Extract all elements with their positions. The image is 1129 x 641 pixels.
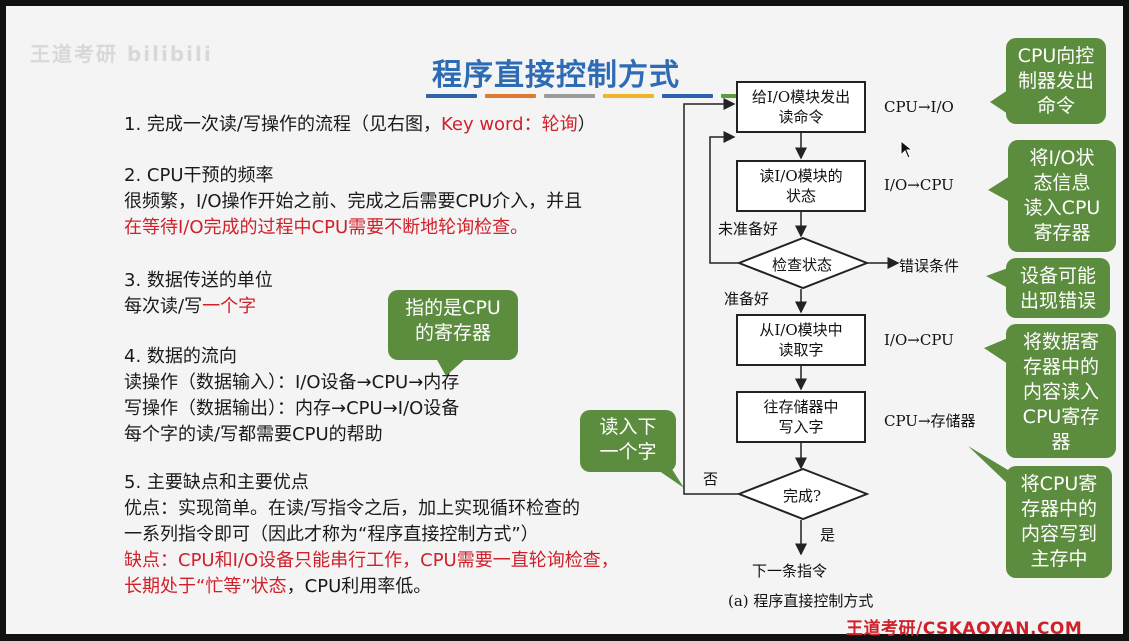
callout-error: 设备可能 出现错误 [1006,258,1110,318]
underline-segment [662,94,713,98]
underline-segment [485,94,536,98]
underline-segment [603,94,654,98]
callout-write-memory-tail [968,446,1008,484]
callout-register: 指的是CPU 的寄存器 [388,290,518,360]
callout-error-text: 设备可能 出现错误 [1019,265,1096,312]
section-5-line3: 缺点：CPU和I/O设备只能串行工作，CPU需要一直轮询检查， [124,550,619,571]
callout-data-read: 将数据寄 存器中的 内容读入 CPU寄存 器 [1006,324,1116,458]
flow-box-send-command: 给I/O模块发出 读命令 [736,81,866,133]
section-3: 3. 数据传送的单位 每次读/写一个字 [124,268,273,320]
flow-diamond-check-status-label: 检查状态 [771,256,832,274]
section-1: 1. 完成一次读/写操作的流程（见右图，Key word：轮询） [124,112,596,138]
callout-register-text: 指的是CPU 的寄存器 [405,297,501,344]
watermark: 王道考研 bilibili [30,42,213,66]
flow-box-read-word: 从I/O模块中 读取字 [736,314,866,366]
label-cpu-to-memory: CPU→存储器 [884,412,976,430]
section-4-line1: 读操作（数据输入）：I/O设备→CPU→内存 [124,372,460,393]
flowchart-connectors [683,98,900,556]
label-cpu-to-io: CPU→I/O [884,98,954,116]
flowchart-caption: (a) 程序直接控制方式 [728,592,874,610]
flow-diamond-done [737,468,869,521]
callout-data-read-tail [984,338,1008,364]
label-no: 否 [703,470,719,488]
slide: 王道考研 bilibili 程序直接控制方式 1. 完成一次读/写操作的流程（见… [6,6,1123,639]
label-io-to-cpu-1: I/O→CPU [884,176,954,194]
section-5-line1: 优点：实现简单。在读/写指令之后，加上实现循环检查的 [124,498,581,519]
section-5-heading: 5. 主要缺点和主要优点 [124,472,309,493]
flow-box-read-status: 读I/O模块的 状态 [736,160,866,212]
section-5-line2: 一系列指令即可（因此才称为“程序直接控制方式”） [124,524,539,545]
section-4-heading: 4. 数据的流向 [124,346,237,367]
callout-cpu-command-text: CPU向控 制器发出 命令 [1017,45,1095,117]
section-2-heading: 2. CPU干预的频率 [124,165,274,186]
callout-register-tail [436,358,466,376]
label-yes: 是 [820,526,836,544]
label-next-instruction: 下一条指令 [752,562,828,580]
callout-error-tail [986,268,1008,288]
section-1-keyword: Key word：轮询 [440,114,578,135]
mouse-cursor-icon [900,140,914,159]
callout-status-text: 将I/O状 态信息 读入CPU 寄存器 [1023,147,1101,244]
section-2-line1: 很频繁，I/O操作开始之前、完成之后需要CPU介入，并且 [124,191,583,212]
callout-cpu-command: CPU向控 制器发出 命令 [1006,38,1106,124]
section-3-heading: 3. 数据传送的单位 [124,270,273,291]
section-5-line4-black: ，CPU利用率低。 [286,576,432,597]
callout-read-next: 读入下 一个字 [580,410,676,472]
callout-read-next-text: 读入下 一个字 [599,416,657,463]
flow-diamond-done-label: 完成? [782,487,822,505]
callout-cpu-command-tail [990,90,1008,114]
label-error-condition: 错误条件 [899,257,960,275]
callout-status-tail [988,176,1010,202]
section-4-line3: 每个字的读/写都需要CPU的帮助 [124,424,383,445]
section-5: 5. 主要缺点和主要优点 优点：实现简单。在读/写指令之后，加上实现循环检查的 … [124,470,619,600]
brand-footer: 王道考研/CSKAOYAN.COM [846,619,1083,639]
section-2: 2. CPU干预的频率 很频繁，I/O操作开始之前、完成之后需要CPU介入，并且… [124,163,582,241]
callout-read-next-tail [652,466,684,488]
section-3-prefix: 每次读/写 [124,296,203,317]
underline-segment [426,94,477,98]
section-1-close: ） [577,114,596,135]
section-3-red: 一个字 [202,296,257,317]
label-ready: 准备好 [724,290,770,308]
section-5-line4-red: 长期处于“忙等”状态 [124,576,287,597]
flow-diamond-check-status [737,237,869,290]
callout-write-memory-text: 将CPU寄 存器中的 内容写到 主存中 [1020,473,1098,570]
section-4-line2: 写操作（数据输出）：内存→CPU→I/O设备 [124,398,460,419]
callout-data-read-text: 将数据寄 存器中的 内容读入 CPU寄存 器 [1022,331,1100,453]
callout-status: 将I/O状 态信息 读入CPU 寄存器 [1008,140,1116,252]
section-2-line2: 在等待I/O完成的过程中CPU需要不断地轮询检查。 [124,217,529,238]
page-title: 程序直接控制方式 [432,58,680,93]
label-not-ready: 未准备好 [718,220,779,238]
underline-segment [544,94,595,98]
label-io-to-cpu-2: I/O→CPU [884,331,954,349]
flow-box-write-memory: 往存储器中 写入字 [736,391,866,443]
callout-write-memory: 将CPU寄 存器中的 内容写到 主存中 [1006,466,1112,578]
section-4: 4. 数据的流向 读操作（数据输入）：I/O设备→CPU→内存 写操作（数据输出… [124,344,459,448]
section-1-text: 1. 完成一次读/写操作的流程（见右图， [124,114,441,135]
